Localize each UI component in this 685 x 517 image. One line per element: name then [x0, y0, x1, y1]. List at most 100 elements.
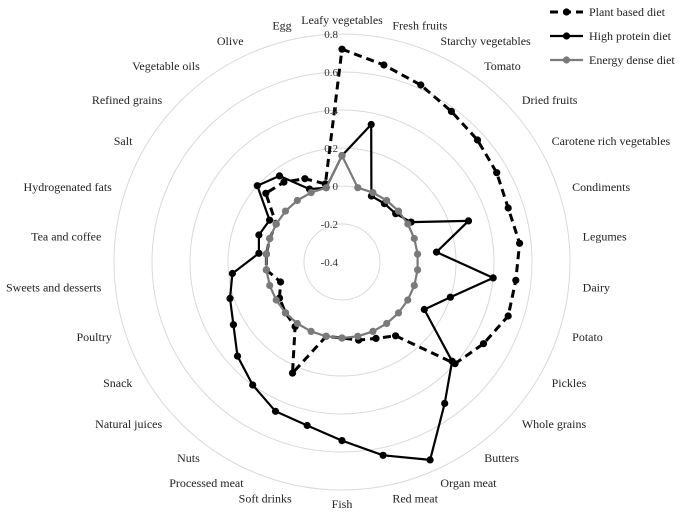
series-point [414, 250, 422, 258]
series-point [249, 381, 257, 389]
series-point [338, 45, 346, 53]
category-label: Olive [217, 34, 244, 48]
grid-ring [227, 147, 457, 377]
series-line [265, 154, 419, 340]
category-label: Sweets and desserts [6, 280, 102, 294]
tick-label: 0 [333, 181, 339, 193]
category-label: Condiments [572, 180, 630, 194]
series-point [394, 309, 403, 317]
series-point [504, 312, 512, 320]
series-point [272, 296, 280, 304]
series-point [266, 216, 274, 224]
series-point [233, 352, 242, 360]
series-point [307, 189, 315, 197]
category-label: Egg [272, 18, 291, 32]
series-point [307, 327, 315, 335]
tick-label: 0.4 [324, 105, 338, 117]
series-point [379, 451, 387, 459]
series-point [301, 175, 309, 183]
tick-label: 0.8 [324, 29, 338, 41]
grid-ring [303, 223, 381, 301]
tick-label: 0.2 [324, 143, 338, 155]
category-label: Potato [572, 330, 603, 344]
category-label: Dried fruits [522, 93, 578, 107]
series-point [447, 107, 455, 115]
series-point [303, 421, 311, 430]
series-point [275, 172, 284, 180]
legend-label: High protein diet [589, 29, 672, 43]
series-point [417, 81, 425, 89]
series-point [354, 332, 362, 340]
category-label: Fresh fruits [392, 18, 447, 32]
series-point [410, 234, 418, 243]
category-label: Refined grains [92, 93, 163, 107]
series-point [410, 281, 418, 290]
category-label: Poultry [77, 330, 112, 344]
series-point [280, 178, 288, 186]
radar-series [226, 45, 524, 464]
series-point [446, 293, 454, 301]
series-point [322, 184, 330, 192]
series-point [489, 274, 497, 282]
category-label: Soft drinks [239, 492, 292, 506]
series-point [262, 250, 270, 258]
category-label: Legumes [583, 230, 627, 244]
series-point [512, 276, 520, 284]
category-label: Dairy [583, 280, 610, 294]
series-point [369, 189, 377, 197]
series-point [432, 248, 441, 256]
category-label: Nuts [177, 451, 200, 465]
series-point [380, 61, 388, 69]
series-point [338, 334, 346, 342]
category-label: Natural juices [95, 417, 162, 431]
category-label: Red meat [392, 492, 438, 506]
series-point [288, 369, 297, 377]
legend-marker [562, 32, 571, 40]
series-point [420, 305, 428, 314]
series-point [322, 332, 330, 340]
series-point [293, 319, 301, 328]
grid-ring [113, 33, 571, 491]
series-point [277, 278, 285, 286]
category-label: Snack [103, 376, 132, 390]
series-point [293, 196, 301, 205]
series-point [372, 334, 380, 342]
series-point [448, 357, 456, 365]
series-point [479, 340, 488, 348]
series-point [383, 196, 391, 205]
category-label: Leafy vegetables [301, 13, 383, 27]
series-point [262, 189, 270, 197]
series-line [228, 123, 495, 461]
grid-ring [189, 109, 495, 415]
series-point [404, 220, 412, 228]
series-point [281, 207, 290, 215]
series-point [441, 399, 449, 407]
series-point [266, 234, 274, 243]
series-point [516, 239, 524, 247]
series-point [464, 217, 473, 225]
category-label: Tomato [484, 59, 521, 73]
tick-label: -0.4 [321, 257, 339, 269]
series-point [504, 204, 512, 212]
series-point [367, 120, 375, 129]
series-point [226, 294, 234, 302]
series-point [473, 136, 482, 144]
series-point [354, 184, 362, 192]
series-point [255, 231, 263, 239]
series-point [383, 319, 391, 328]
series-point [229, 321, 237, 329]
legend-marker [562, 8, 571, 16]
category-label: Whole grains [522, 417, 587, 431]
radial-tick-labels: -0.4-0.200.20.40.60.8 [321, 29, 339, 269]
series-point [338, 437, 346, 445]
category-label: Fish [332, 497, 353, 511]
legend-label: Plant based diet [589, 5, 666, 19]
series-point [253, 182, 261, 190]
category-label: Vegetable oils [132, 59, 200, 73]
series-point [272, 220, 280, 228]
series-point [271, 407, 280, 415]
category-label: Starchy vegetables [440, 34, 531, 48]
category-label: Hydrogenated fats [24, 180, 113, 194]
